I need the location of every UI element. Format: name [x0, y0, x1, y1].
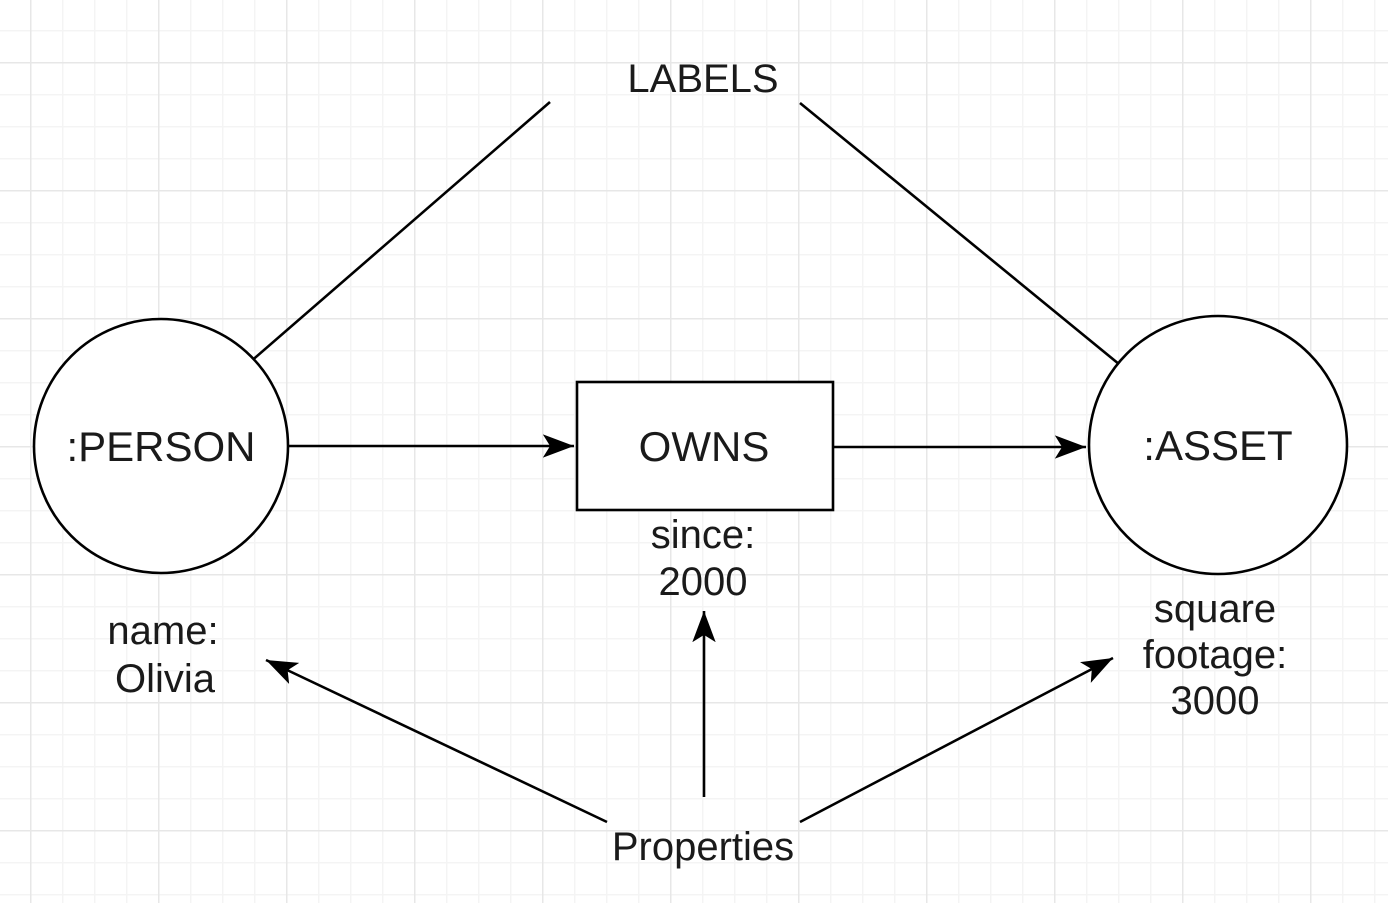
- person-property-key: name:: [107, 609, 218, 653]
- asset-property-key-line1: square: [1154, 587, 1276, 631]
- properties-to-footage-arrow: [799, 656, 1114, 824]
- owns-relationship-box: [575, 380, 835, 512]
- labels-to-asset-arrow: [799, 101, 1181, 416]
- properties-annotation: Properties: [612, 825, 794, 869]
- person-node-label: :PERSON: [66, 423, 255, 470]
- owns-property-value: 2000: [659, 560, 748, 604]
- person-node-circle: [32, 317, 290, 575]
- asset-node-circle: [1087, 314, 1349, 576]
- asset-property-key-line2: footage:: [1143, 633, 1288, 677]
- labels-to-person-arrow: [195, 101, 551, 410]
- owns-property-key: since:: [651, 513, 756, 557]
- labels-annotation: LABELS: [627, 57, 778, 101]
- person-property-value: Olivia: [115, 657, 216, 701]
- asset-node-label: :ASSET: [1143, 422, 1292, 469]
- asset-property-value: 3000: [1171, 679, 1260, 723]
- owns-relationship-label: OWNS: [639, 423, 770, 470]
- properties-to-name-arrow: [265, 658, 608, 824]
